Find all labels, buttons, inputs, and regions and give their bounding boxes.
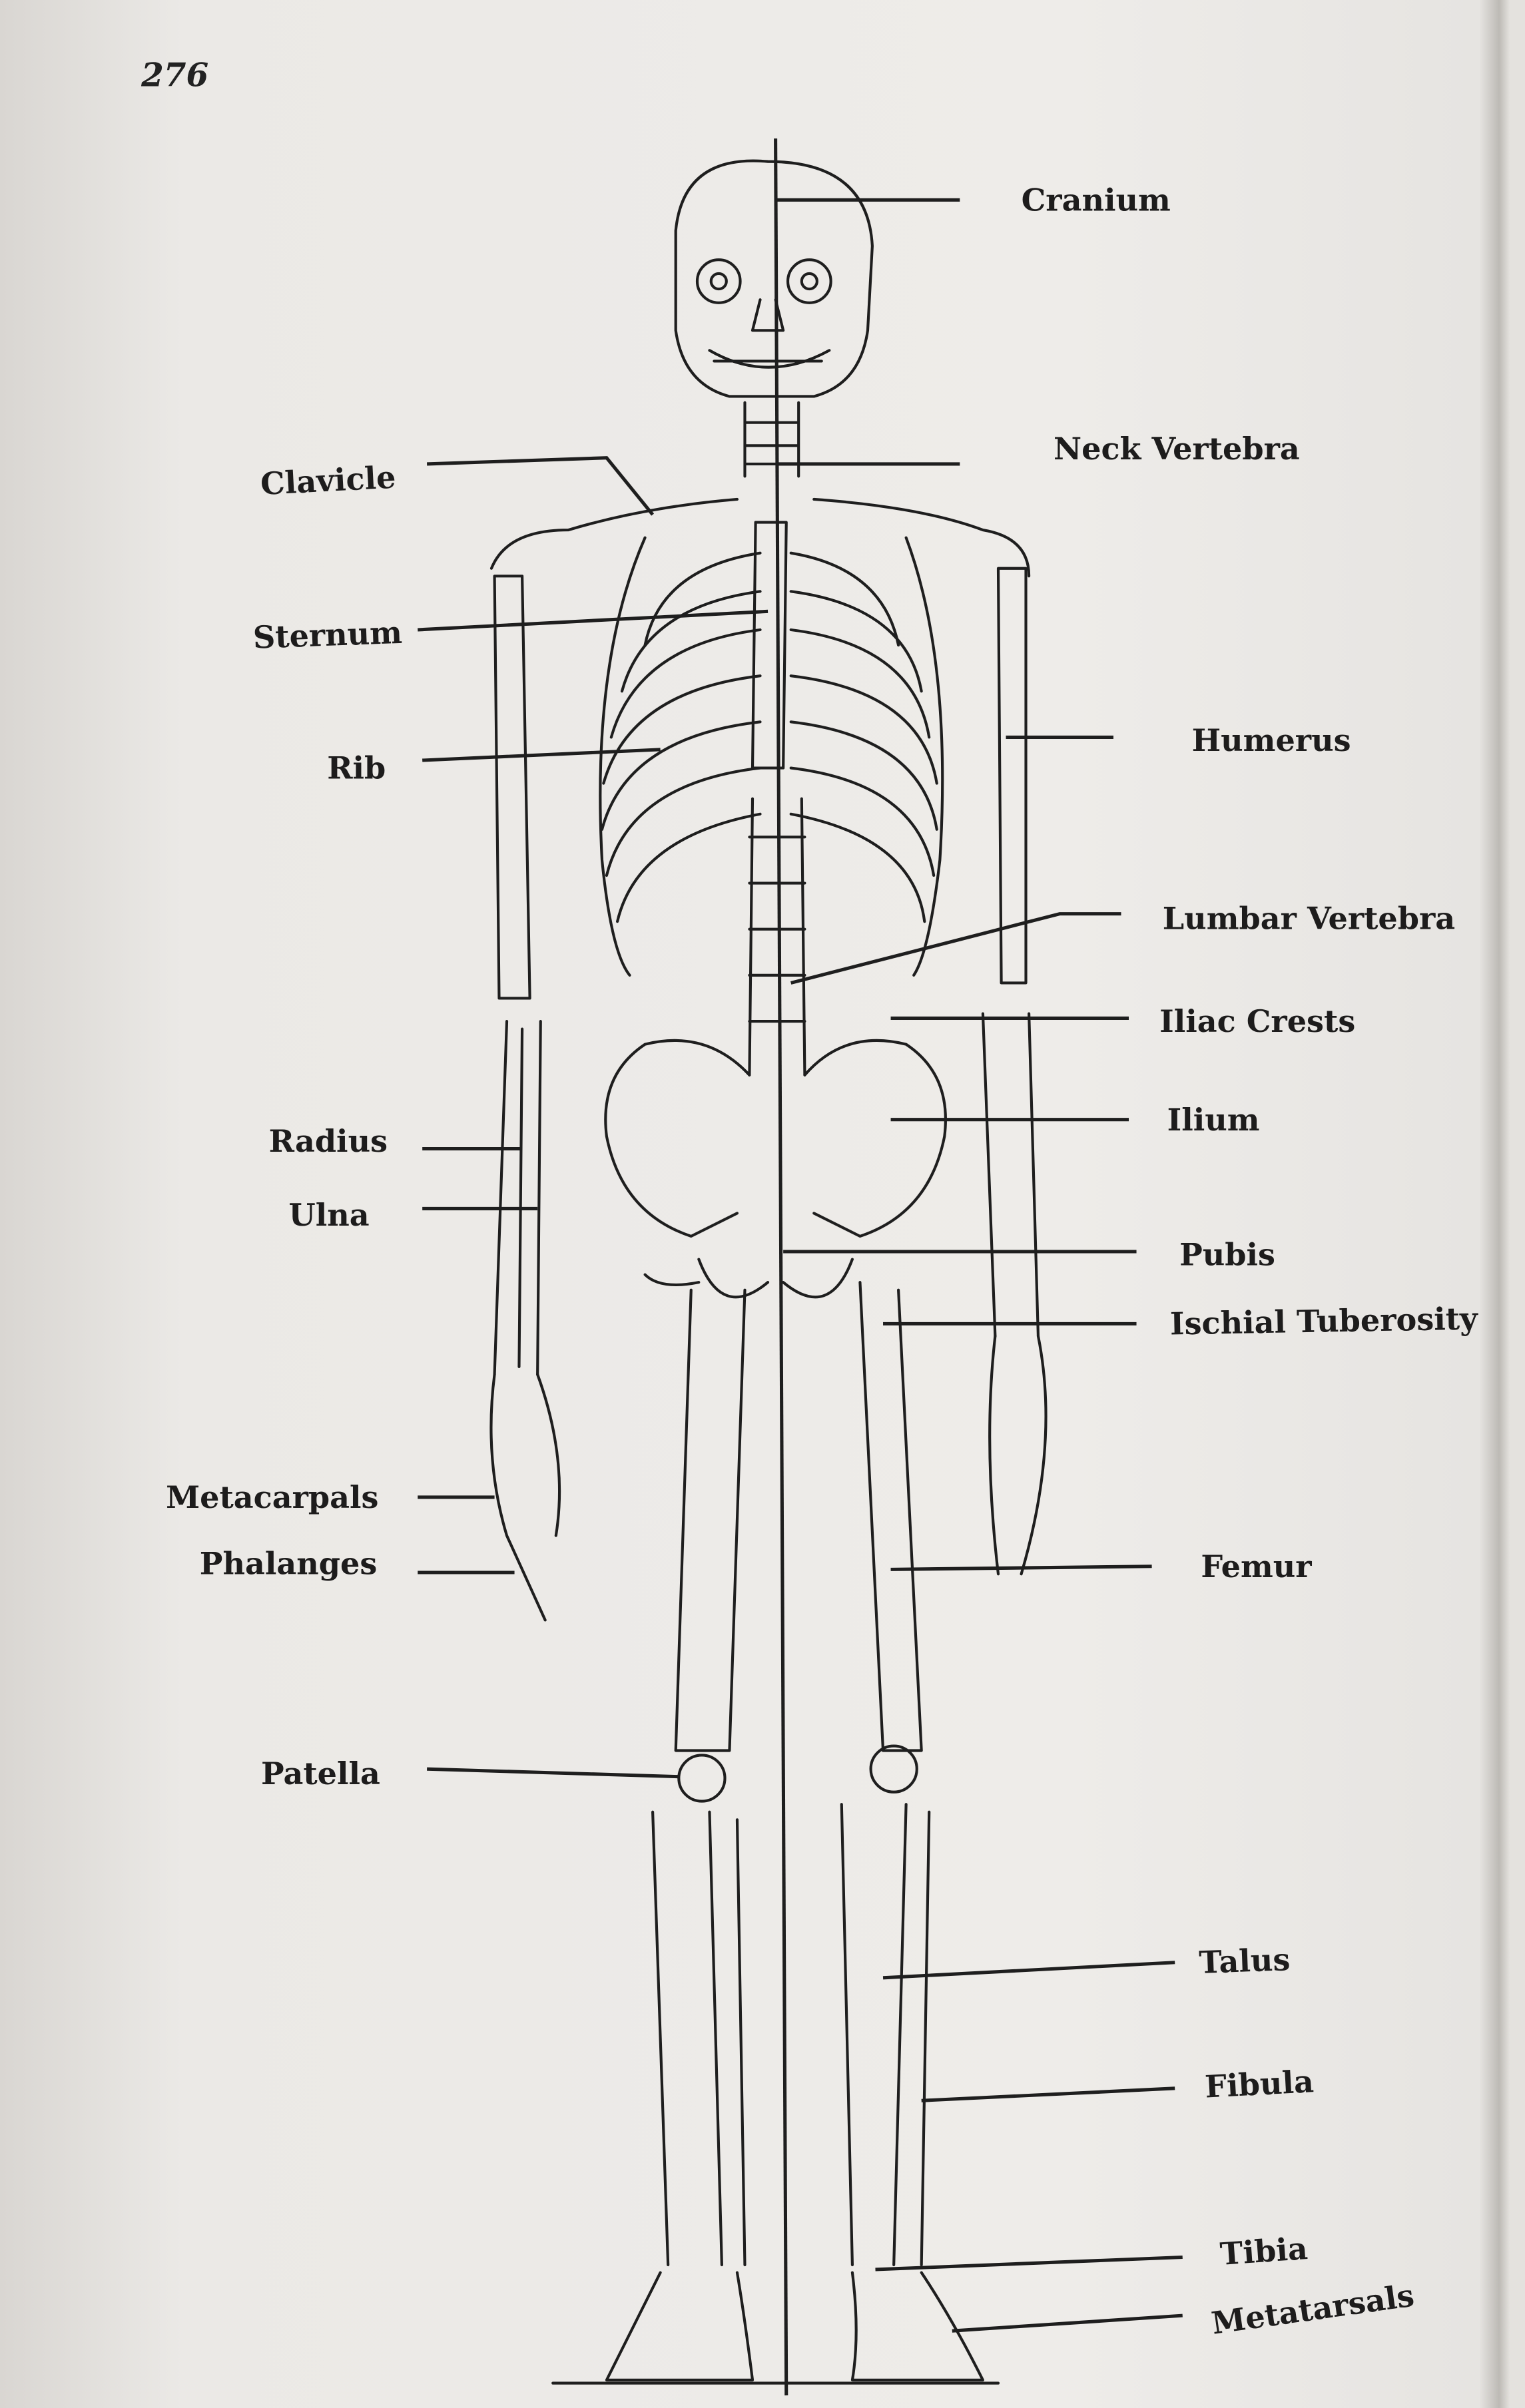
skull: [674, 159, 874, 398]
leader-lines: [418, 198, 1183, 2333]
label-femur: Femur: [1201, 1549, 1312, 1584]
label-phalanges: Phalanges: [200, 1545, 378, 1581]
label-fibula: Fibula: [1204, 2063, 1315, 2104]
label-talus: Talus: [1199, 1941, 1291, 1981]
left-humerus: [493, 575, 531, 1000]
body-midline: [774, 138, 788, 2396]
label-rib: Rib: [327, 750, 386, 786]
label-metacarpals: Metacarpals: [166, 1479, 378, 1515]
label-neck-vertebra: Neck Vertebra: [1054, 431, 1300, 467]
page-number: 276: [141, 57, 208, 95]
skeleton-figure: [489, 159, 1048, 2385]
label-clavicle: Clavicle: [260, 459, 397, 502]
label-lumbar-vertebra: Lumbar Vertebra: [1163, 901, 1455, 937]
label-cranium: Cranium: [1022, 182, 1171, 218]
label-ischial-tuberosity: Ischial Tuberosity: [1170, 1300, 1479, 1341]
right-humerus: [996, 567, 1028, 985]
label-iliac-crests: Iliac Crests: [1159, 1003, 1355, 1039]
label-radius: Radius: [269, 1123, 388, 1159]
label-tibia: Tibia: [1219, 2230, 1309, 2272]
label-pubis: Pubis: [1179, 1237, 1275, 1273]
label-metatarsals: Metatarsals: [1209, 2278, 1416, 2341]
label-humerus: Humerus: [1192, 722, 1351, 758]
ribs: [600, 551, 938, 923]
label-sternum: Sternum: [252, 614, 403, 656]
label-patella: Patella: [261, 1756, 380, 1792]
label-ulna: Ulna: [289, 1197, 370, 1233]
left-femur: [643, 1273, 747, 1752]
label-ilium: Ilium: [1167, 1102, 1260, 1138]
